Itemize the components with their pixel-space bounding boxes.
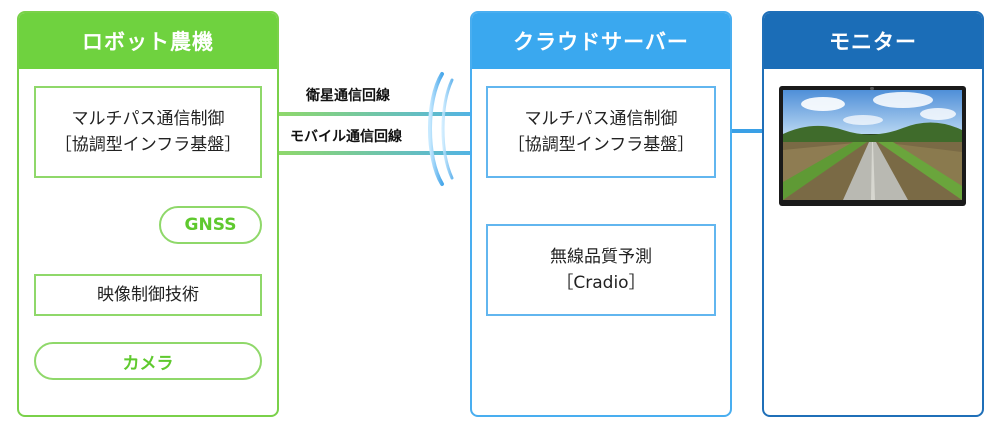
robot-multipath-line1: マルチパス通信制御 (71, 109, 225, 129)
farm-road-image (783, 90, 962, 200)
robot-multipath-box: マルチパス通信制御 ［協調型インフラ基盤］ (34, 86, 262, 178)
gnss-pill: GNSS (159, 206, 262, 244)
monitor-display (779, 86, 966, 206)
monitor-link-line (716, 129, 782, 133)
satellite-link-label: 衛星通信回線 (306, 88, 390, 104)
camera-pill: カメラ (34, 342, 262, 380)
cloud-multipath-line2: ［協調型インフラ基盤］ (507, 135, 695, 155)
mobile-link-label: モバイル通信回線 (290, 129, 402, 145)
cloud-panel: クラウドサーバー (470, 11, 732, 417)
robot-panel-title: ロボット農機 (19, 13, 277, 69)
webcam-dot (870, 87, 874, 90)
cloud-panel-title: クラウドサーバー (472, 13, 730, 69)
robot-multipath-line2: ［協調型インフラ基盤］ (54, 135, 242, 155)
monitor-panel-title: モニター (764, 13, 982, 69)
wireless-wave-icon (428, 72, 454, 186)
monitor-panel: モニター (762, 11, 984, 417)
mobile-link-line (278, 151, 488, 155)
satellite-link-line (278, 112, 488, 116)
cloud-multipath-line1: マルチパス通信制御 (524, 109, 678, 129)
cloud-multipath-box: マルチパス通信制御 ［協調型インフラ基盤］ (486, 86, 716, 178)
quality-prediction-line2: ［Cradio］ (556, 273, 646, 293)
quality-prediction-line1: 無線品質予測 (550, 247, 652, 267)
quality-prediction-box: 無線品質予測 ［Cradio］ (486, 224, 716, 316)
video-control-box: 映像制御技術 (34, 274, 262, 316)
